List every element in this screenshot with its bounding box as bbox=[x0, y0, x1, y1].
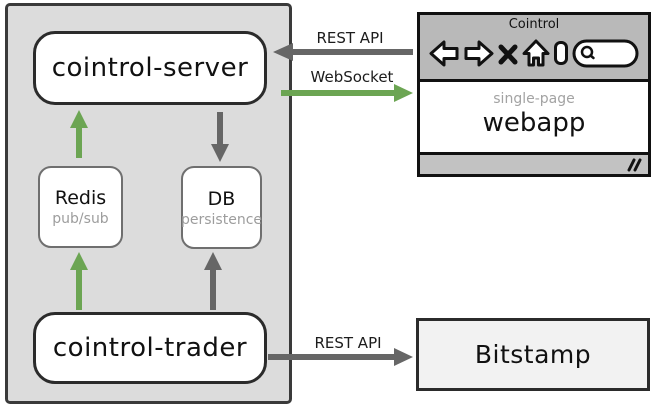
redis-title: Redis bbox=[54, 187, 107, 209]
bitstamp-box: Bitstamp bbox=[416, 318, 650, 391]
search-field bbox=[572, 39, 639, 68]
page-icon bbox=[554, 41, 568, 65]
browser-statusbar bbox=[420, 152, 648, 174]
back-arrow-icon bbox=[429, 40, 459, 67]
cointrol-trader-label: cointrol-trader bbox=[52, 333, 248, 363]
cointrol-trader-box: cointrol-trader bbox=[33, 312, 267, 384]
redis-box: Redis pub/sub bbox=[38, 166, 123, 248]
db-title: DB bbox=[207, 187, 236, 210]
bitstamp-label: Bitstamp bbox=[474, 340, 592, 369]
db-box: DB persistence bbox=[181, 166, 262, 249]
page-subtitle: single-page bbox=[493, 91, 575, 107]
cointrol-server-box: cointrol-server bbox=[33, 31, 267, 105]
rest-api-bottom-label: REST API bbox=[314, 334, 382, 352]
arrow-server-to-webapp bbox=[281, 84, 413, 102]
home-icon bbox=[522, 39, 550, 67]
forward-arrow-icon bbox=[464, 40, 494, 67]
resize-handle-icon bbox=[627, 158, 642, 171]
websocket-label: WebSocket bbox=[310, 68, 394, 86]
page-title: webapp bbox=[482, 108, 586, 138]
stop-x-icon bbox=[498, 44, 518, 64]
browser-window: Cointrol bbox=[417, 12, 651, 177]
redis-subtitle: pub/sub bbox=[52, 211, 109, 227]
browser-titlebar: Cointrol bbox=[420, 15, 648, 82]
rest-api-top-label: REST API bbox=[316, 29, 384, 47]
browser-toolbar bbox=[420, 32, 648, 79]
db-subtitle: persistence bbox=[180, 211, 263, 228]
browser-window-title: Cointrol bbox=[508, 17, 560, 32]
browser-content: single-page webapp bbox=[420, 82, 648, 152]
cointrol-server-label: cointrol-server bbox=[51, 53, 249, 83]
